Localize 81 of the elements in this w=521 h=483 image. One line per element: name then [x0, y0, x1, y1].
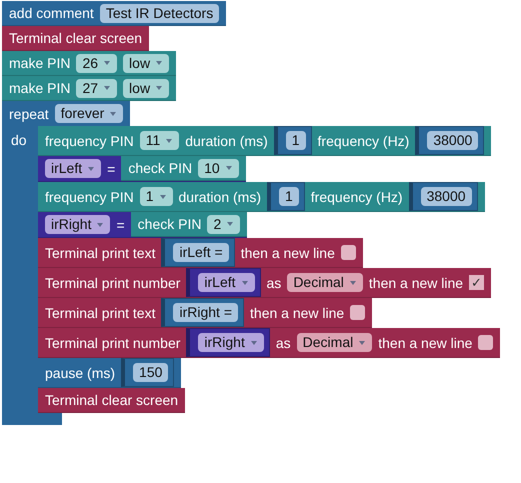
- block-label: =: [116, 216, 125, 232]
- checkbox: ✓: [469, 275, 484, 290]
- value-field: irRight =: [173, 303, 238, 322]
- block-label: Terminal print text: [45, 304, 156, 320]
- block-label: pause (ms): [45, 364, 116, 380]
- dropdown-field: irLeft: [198, 273, 255, 292]
- value-block: [274, 126, 312, 155]
- checkbox: [340, 245, 356, 260]
- statement-block: [38, 328, 500, 358]
- statement-block: [38, 358, 182, 388]
- block-label: then a new line: [240, 244, 335, 260]
- dropdown-field: 26: [76, 54, 118, 72]
- value-block: [130, 212, 248, 237]
- block-label: frequency (Hz): [318, 132, 410, 148]
- block-label: do: [11, 132, 27, 148]
- value-field: 1: [278, 187, 299, 206]
- block-label: =: [107, 160, 116, 176]
- dropdown-field: 1: [140, 187, 173, 206]
- dropdown-field: irRight: [198, 333, 264, 352]
- value-block: [415, 126, 484, 155]
- statement-block: [38, 298, 372, 328]
- checkbox: [350, 305, 366, 320]
- dropdown-field: Decimal: [287, 273, 363, 292]
- block-label: check PIN: [138, 216, 202, 232]
- value-field: 38000: [427, 131, 478, 150]
- dropdown-field: low: [123, 54, 170, 72]
- dropdown-field: 2: [207, 214, 240, 234]
- block-label: then a new line: [378, 334, 472, 350]
- block-label: make PIN: [9, 80, 70, 96]
- value-field: 38000: [420, 187, 472, 206]
- block-label: as: [266, 274, 282, 290]
- block-label: make PIN: [9, 55, 70, 71]
- statement-block: [38, 126, 492, 156]
- statement-block: [38, 156, 246, 182]
- statement-block: [38, 388, 186, 413]
- checkbox: [478, 335, 494, 350]
- block-label: duration (ms): [185, 132, 268, 148]
- statement-block: [38, 238, 363, 268]
- block-label: frequency PIN: [45, 132, 134, 148]
- dropdown-field: forever: [54, 104, 124, 123]
- value-block: [121, 358, 174, 387]
- dropdown-field: low: [123, 78, 170, 98]
- value-block: [186, 328, 270, 357]
- value-block: [266, 182, 305, 211]
- text-field: Test IR Detectors: [100, 4, 220, 22]
- block-label: frequency PIN: [45, 188, 134, 204]
- block-label: duration (ms): [178, 188, 261, 204]
- dropdown-field: irRight: [45, 215, 110, 234]
- value-block: [161, 238, 235, 267]
- value-field: 150: [133, 363, 168, 382]
- statement-block: [2, 51, 176, 76]
- dropdown-field: 27: [76, 78, 118, 98]
- statement-block: [2, 76, 176, 101]
- block-label: check PIN: [128, 160, 192, 176]
- block-label: Terminal clear screen: [45, 392, 178, 408]
- block-label: as: [276, 334, 291, 350]
- statement-block: [2, 1, 226, 26]
- dropdown-field: Decimal: [296, 333, 372, 352]
- value-field: irLeft =: [173, 243, 229, 262]
- dropdown-field: 11: [140, 131, 180, 150]
- statement-block: [38, 268, 492, 298]
- block-label: Terminal clear screen: [9, 30, 142, 46]
- loop-block: [2, 101, 500, 425]
- value-block: [121, 156, 246, 181]
- statement-block: [38, 182, 485, 212]
- block-label: Terminal print number: [45, 274, 180, 290]
- dropdown-field: irLeft: [45, 159, 102, 178]
- block-label: repeat: [9, 106, 49, 122]
- statement-block: [38, 212, 248, 238]
- block-label: then a new line: [368, 274, 464, 290]
- block-label: add comment: [9, 5, 94, 21]
- value-field: 1: [286, 131, 306, 150]
- value-block: [161, 298, 244, 327]
- block-label: frequency (Hz): [310, 188, 403, 204]
- dropdown-field: 10: [198, 158, 239, 178]
- block-label: Terminal print number: [45, 334, 180, 350]
- block-label: then a new line: [250, 304, 344, 320]
- block-label: Terminal print text: [45, 244, 156, 260]
- value-block: [186, 268, 261, 297]
- statement-block: [2, 26, 150, 51]
- value-block: [408, 182, 478, 211]
